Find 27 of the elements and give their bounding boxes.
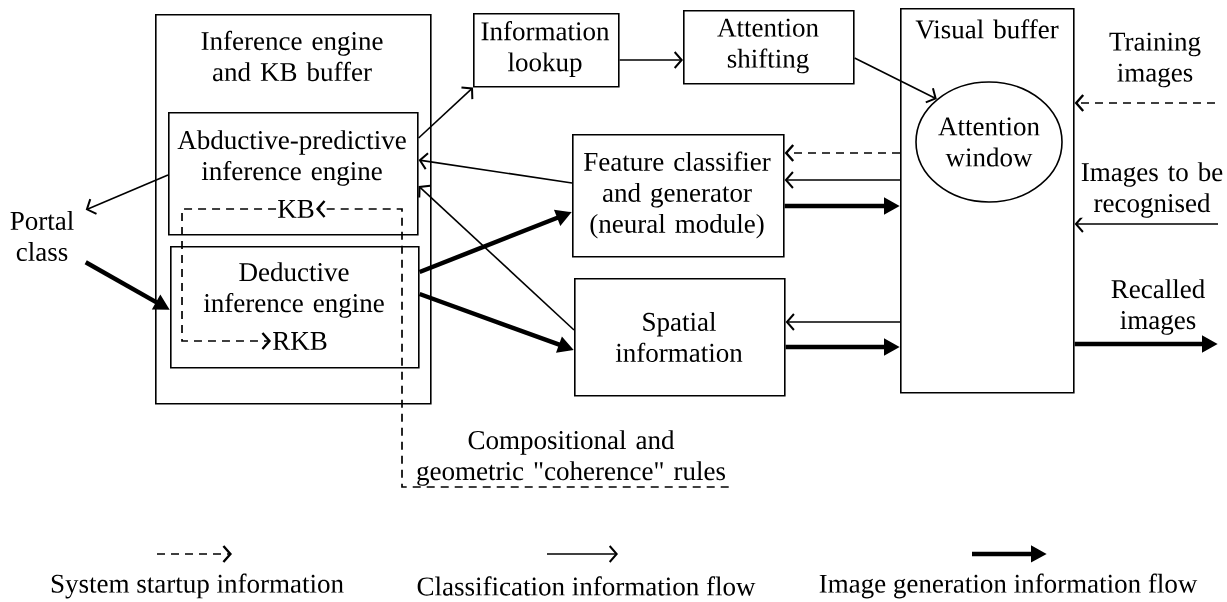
arrow: [784, 144, 901, 162]
legend-label: Image generation information flow: [819, 573, 1198, 599]
process-box: Feature classifier and generator (neural module): [572, 134, 785, 258]
edge-label: Images to be recognised: [1078, 162, 1226, 218]
arrow: [418, 184, 575, 331]
legend-label: System startup information: [51, 573, 344, 599]
edge-label: Recalled images: [1098, 279, 1218, 335]
arrow: [85, 174, 169, 215]
arrow: [784, 171, 901, 189]
legend-label: Classification information flow: [417, 576, 756, 596]
process-box: Information lookup: [473, 13, 620, 88]
arrow: [618, 51, 683, 69]
note-text: Compositional and geometric "coherence" rules: [417, 430, 725, 486]
arrow: [785, 313, 901, 331]
arrow: [417, 86, 474, 139]
store-label: RKB: [273, 332, 327, 350]
store-label: KB: [278, 200, 314, 218]
arrow: [853, 57, 937, 104]
edge-label: Training images: [1097, 32, 1213, 88]
arrow: [418, 152, 573, 184]
arrow: [181, 208, 277, 350]
input-label: Portal class: [10, 211, 74, 261]
process-box: Attention shifting: [683, 10, 855, 85]
arrow: [315, 200, 730, 488]
process-box: Spatial information: [574, 278, 786, 397]
arrow: [1074, 215, 1219, 233]
arrow: [1074, 94, 1216, 112]
